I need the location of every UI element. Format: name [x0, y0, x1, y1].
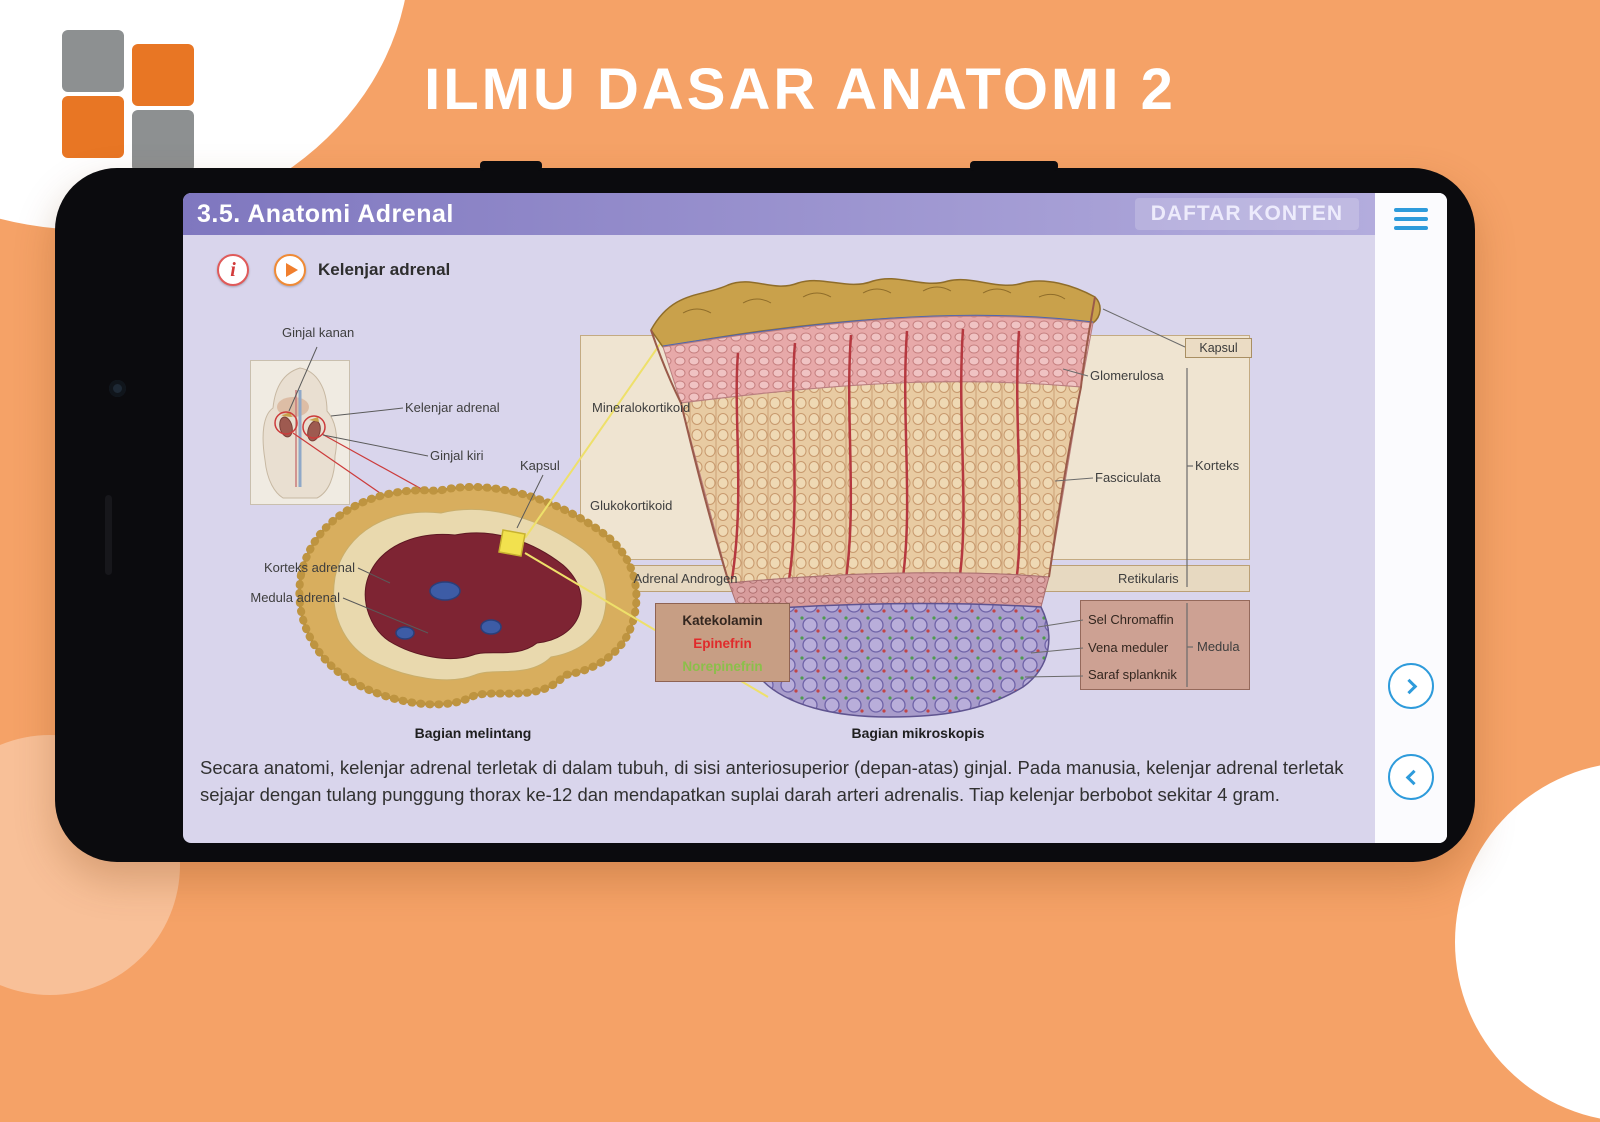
logo-square-orange-top — [132, 44, 194, 106]
banner-title: ILMU DASAR ANATOMI 2 — [424, 57, 1176, 122]
phone-mockup: 3.5. Anatomi Adrenal DAFTAR KONTEN — [55, 161, 1475, 862]
lesson-content: Kapsul Katekolamin Epinefrin Norepinefri… — [183, 235, 1375, 843]
logo-square-orange-bottom — [62, 96, 124, 158]
label-katekolamin: Katekolamin — [682, 613, 763, 628]
label-korteks-adrenal: Korteks adrenal — [263, 560, 355, 575]
label-mineralokortikoid: Mineralokortikoid — [592, 400, 691, 415]
previous-page-button[interactable] — [1388, 754, 1434, 800]
hamburger-menu-icon[interactable] — [1394, 208, 1428, 230]
label-kelenjar-adrenal: Kelenjar adrenal — [405, 400, 500, 415]
label-ginjal-kiri: Ginjal kiri — [430, 448, 484, 463]
logo-square-gray-top — [62, 30, 124, 92]
phone-earpiece — [105, 495, 112, 575]
medulla-label-panel — [1080, 600, 1250, 690]
logo-square-gray-bottom — [132, 110, 194, 172]
label-glomerulosa: Glomerulosa — [1090, 368, 1164, 383]
play-triangle — [286, 263, 298, 277]
label-korteks: Korteks — [1195, 458, 1240, 473]
label-sel-chromaffin: Sel Chromaffin — [1088, 612, 1174, 627]
caption-bagian-mikroskopis: Bagian mikroskopis — [851, 725, 985, 741]
label-vena-meduler: Vena meduler — [1088, 640, 1169, 655]
app-logo — [58, 26, 208, 172]
phone-power-button — [480, 161, 542, 171]
body-inset-frame — [250, 360, 350, 505]
right-sidebar — [1375, 193, 1447, 843]
label-adrenal-androgen: Adrenal Androgen — [633, 571, 738, 586]
info-icon[interactable]: i — [217, 254, 249, 286]
label-medula-adrenal: Medula adrenal — [250, 590, 340, 605]
next-page-button[interactable] — [1388, 663, 1434, 709]
logo-column-right — [128, 40, 198, 176]
label-retikularis: Retikularis — [1118, 571, 1179, 586]
chevron-left-icon — [1405, 769, 1421, 785]
phone-camera — [109, 380, 126, 397]
label-epinefrin: Epinefrin — [693, 636, 752, 651]
app-header: 3.5. Anatomi Adrenal DAFTAR KONTEN — [183, 193, 1375, 235]
katekolamin-label-box: Katekolamin Epinefrin Norepinefrin — [655, 603, 790, 682]
label-medula-micro: Medula — [1197, 639, 1240, 654]
label-ginjal-kanan: Ginjal kanan — [282, 325, 355, 340]
decor-blob-bottom-right — [1455, 762, 1600, 1122]
page-title: 3.5. Anatomi Adrenal — [197, 199, 454, 228]
daftar-konten-button[interactable]: DAFTAR KONTEN — [1134, 198, 1359, 230]
label-kapsul-micro: Kapsul — [1199, 341, 1238, 355]
label-saraf-splanknik: Saraf splanknik — [1088, 667, 1177, 682]
label-norepinefrin: Norepinefrin — [682, 659, 763, 674]
kapsul-label-box: Kapsul — [1185, 338, 1252, 358]
chevron-right-icon — [1401, 678, 1417, 694]
logo-column-left — [58, 26, 128, 162]
caption-bagian-melintang: Bagian melintang — [414, 725, 532, 741]
label-fasciculata: Fasciculata — [1095, 470, 1161, 485]
label-kapsul-cross: Kapsul — [520, 458, 560, 473]
lesson-paragraph: Secara anatomi, kelenjar adrenal terleta… — [200, 757, 1344, 805]
label-glukokortikoid: Glukokortikoid — [590, 498, 673, 513]
phone-volume-button — [970, 161, 1058, 171]
app-screen: 3.5. Anatomi Adrenal DAFTAR KONTEN — [183, 193, 1447, 843]
play-audio-icon[interactable] — [274, 254, 306, 286]
topic-label: Kelenjar adrenal — [318, 260, 451, 279]
